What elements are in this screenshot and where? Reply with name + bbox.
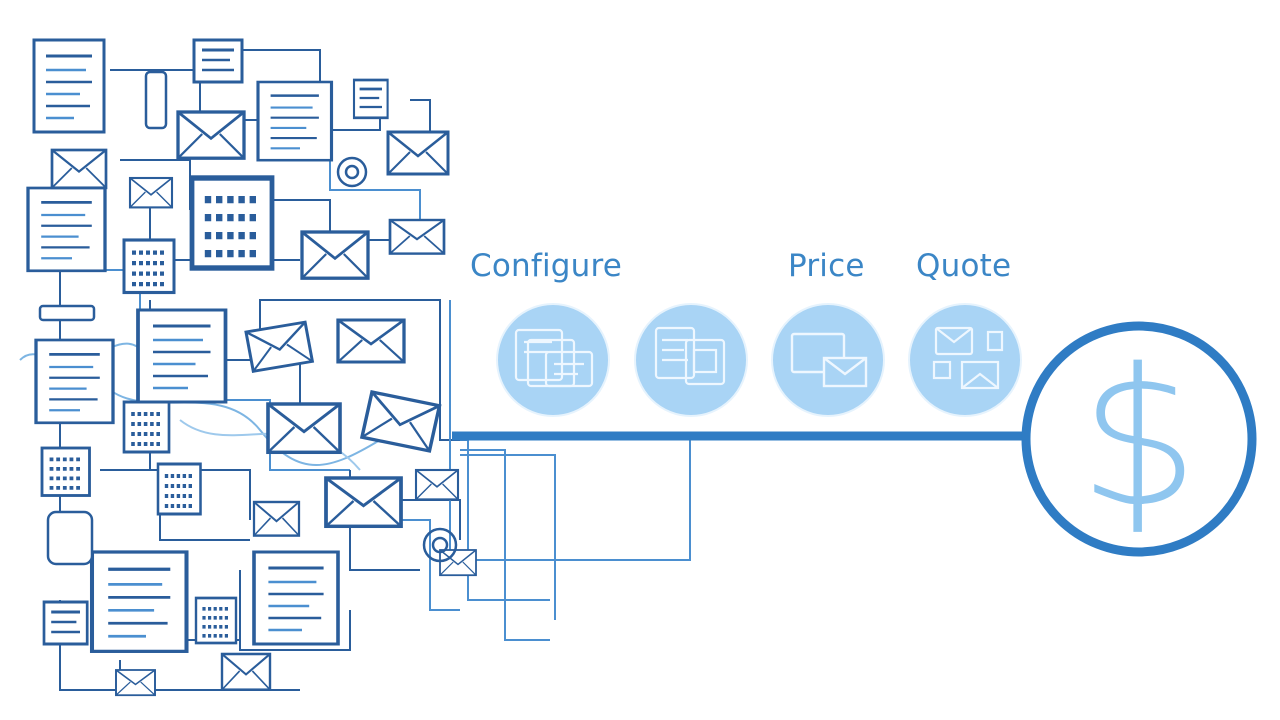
envelope-icon (324, 476, 403, 529)
spreadsheet-icon (156, 462, 203, 516)
stage-label-quote: Quote (916, 248, 1012, 284)
envelope-icon (176, 110, 246, 160)
gear-icon (336, 156, 458, 563)
spreadsheet-icon (124, 240, 174, 293)
stage-price-badge (771, 303, 885, 417)
document-icon (26, 186, 107, 273)
document-icon (352, 78, 389, 120)
document-icon (32, 38, 106, 134)
envelope-icon (300, 230, 370, 280)
stage-badges (496, 303, 1022, 417)
spreadsheet-icon (192, 178, 272, 268)
envelope-icon (128, 176, 174, 209)
spreadsheet-icon (40, 446, 92, 498)
dollar-symbol: $ (1078, 328, 1200, 549)
envelope-icon (252, 500, 301, 537)
envelope-icon (220, 652, 272, 691)
envelope-icon (439, 549, 477, 577)
document-icon (252, 550, 340, 646)
document-icon (192, 38, 244, 84)
spreadsheet-icon (194, 596, 238, 645)
envelope-icon (388, 218, 446, 255)
document-icon (256, 80, 334, 162)
envelope-icon (414, 468, 460, 501)
document-stack-icon (514, 328, 594, 388)
document-icon (42, 600, 89, 646)
mail-grid-icon (932, 326, 1004, 390)
envelope-icon (266, 402, 342, 455)
spreadsheet-icon (122, 400, 171, 454)
stage-quote-badge (908, 303, 1022, 417)
document-icon (34, 338, 115, 425)
document-cluster (26, 38, 477, 697)
monitor-mail-icon (790, 332, 868, 388)
envelope-icon (336, 318, 406, 364)
envelope-icon (360, 390, 442, 453)
envelope-icon (115, 669, 156, 697)
document-icon (136, 308, 228, 404)
envelope-icon (244, 320, 314, 373)
document-panel-icon (654, 326, 726, 386)
tag-icon (38, 70, 168, 566)
stage-2-badge (634, 303, 748, 417)
envelope-icon (386, 130, 450, 176)
dollar-circle-icon (1021, 321, 1257, 557)
stage-label-price: Price (788, 248, 865, 284)
envelope-icon (50, 148, 108, 190)
stage-label-configure: Configure (470, 248, 623, 284)
document-icon (92, 552, 187, 651)
stage-configure-badge (496, 303, 610, 417)
